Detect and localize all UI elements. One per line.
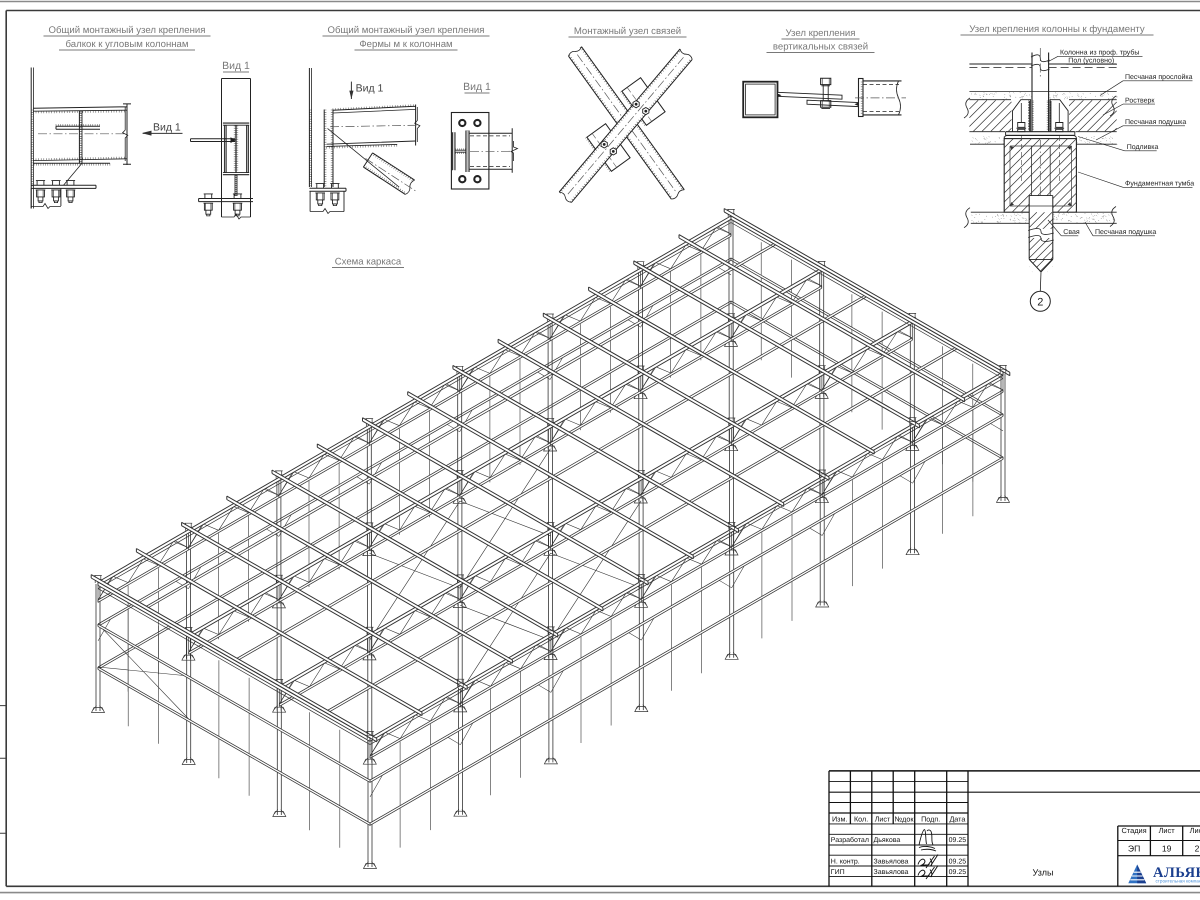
- svg-text:балкок к угловым колоннам: балкок к угловым колоннам: [66, 39, 189, 50]
- svg-text:Песчаная прослойка: Песчаная прослойка: [1125, 73, 1193, 81]
- svg-text:Фундаментная тумба: Фундаментная тумба: [1125, 180, 1194, 188]
- svg-text:Свая: Свая: [1063, 229, 1080, 236]
- svg-text:Узел крепления колонны к фунда: Узел крепления колонны к фундаменту: [969, 24, 1145, 35]
- svg-text:Фермы м к колоннам: Фермы м к колоннам: [359, 39, 452, 50]
- svg-text:Изм.: Изм.: [832, 814, 847, 823]
- svg-text:Лист: Лист: [1159, 826, 1176, 835]
- svg-text:ГИП: ГИП: [831, 869, 845, 876]
- svg-text:Вид 1: Вид 1: [222, 60, 250, 72]
- svg-text:Подливка: Подливка: [1127, 144, 1159, 151]
- svg-text:Стадия: Стадия: [1121, 826, 1146, 835]
- svg-text:09.25: 09.25: [949, 869, 967, 876]
- svg-text:Песчаная подушка: Песчаная подушка: [1095, 229, 1156, 236]
- svg-text:Завьялова: Завьялова: [874, 859, 909, 866]
- svg-text:19: 19: [1162, 844, 1172, 854]
- svg-text:вертикальных связей: вертикальных связей: [773, 42, 868, 53]
- svg-text:Схема каркаса: Схема каркаса: [335, 257, 402, 268]
- svg-text:Дата: Дата: [949, 814, 965, 823]
- svg-text:Колонна из проф. трубы: Колонна из проф. трубы: [1060, 49, 1139, 57]
- svg-text:Пол (условно): Пол (условно): [1068, 57, 1114, 65]
- svg-text:ЭП: ЭП: [1128, 844, 1140, 854]
- svg-text:Вид 1: Вид 1: [463, 81, 491, 93]
- svg-text:Кол.: Кол.: [854, 814, 868, 823]
- svg-text:Ростверк: Ростверк: [1125, 97, 1155, 104]
- svg-text:2: 2: [1195, 844, 1200, 854]
- svg-text:Дьякова: Дьякова: [874, 837, 901, 844]
- svg-text:№док: №док: [894, 814, 914, 823]
- svg-text:Узел крепления: Узел крепления: [786, 28, 856, 39]
- svg-text:Завьялова: Завьялова: [874, 869, 909, 876]
- svg-text:Общий монтажный узел крепления: Общий монтажный узел крепления: [49, 25, 206, 36]
- svg-text:09.25: 09.25: [949, 859, 967, 866]
- svg-text:Вид 1: Вид 1: [153, 122, 181, 134]
- svg-text:Вид 1: Вид 1: [356, 83, 384, 95]
- svg-text:Лис: Лис: [1190, 826, 1200, 835]
- svg-text:АЛЬЯНС: АЛЬЯНС: [1153, 865, 1200, 881]
- svg-text:строительная компания: строительная компания: [1156, 878, 1200, 883]
- svg-text:Общий монтажный узел крепления: Общий монтажный узел крепления: [328, 25, 485, 36]
- svg-text:Монтажный узел связей: Монтажный узел связей: [574, 26, 681, 37]
- svg-text:Разработал: Разработал: [831, 836, 869, 844]
- svg-text:Песчаная подушка: Песчаная подушка: [1125, 119, 1186, 126]
- svg-text:Лист: Лист: [875, 814, 891, 823]
- svg-text:2: 2: [1037, 296, 1043, 308]
- svg-text:Подп.: Подп.: [921, 814, 940, 823]
- svg-text:Н. контр.: Н. контр.: [831, 859, 860, 866]
- svg-text:Узлы: Узлы: [1033, 868, 1054, 878]
- svg-text:09.25: 09.25: [949, 837, 967, 844]
